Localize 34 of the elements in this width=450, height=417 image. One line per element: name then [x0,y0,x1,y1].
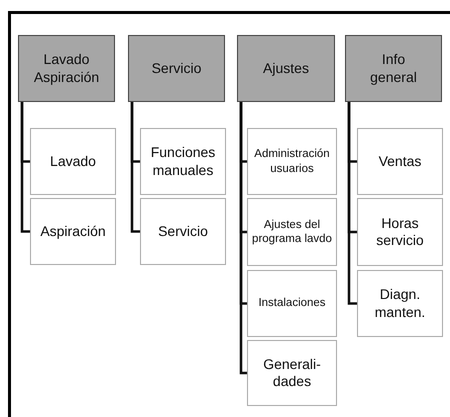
menu-item-label: Instalaciones [258,296,326,311]
menu-item-label: Aspiración [40,222,106,240]
connector-line [348,102,357,305]
menu-item-label: Servicio [158,222,208,240]
menu-item-box [30,128,116,195]
menu-item-box [247,198,337,266]
menu-item-box [357,270,443,337]
menu-header-box [345,35,442,102]
menu-item-label: Generali- dades [262,356,322,390]
menu-header-box [18,35,115,102]
menu-item-label: Diagn. manten. [374,286,426,321]
menu-item-label: Funciones manuales [150,144,216,179]
menu-title: Info general [369,51,418,86]
connector-line [240,102,247,374]
menu-item-box [247,340,337,406]
menu-item-box [140,198,226,265]
menu-item-box [357,198,443,266]
connector-line [130,102,140,233]
menu-title: Ajustes [263,60,309,78]
menu-item-box [247,270,337,337]
menu-item-box [357,128,443,195]
menu-header-box [237,35,335,102]
menu-item-box [247,128,337,195]
menu-item-label: Ajustes del programa lavdo [251,218,333,246]
menu-item-label: Administración usuarios [253,147,331,176]
menu-item-box [30,198,116,265]
menu-header-box [128,35,225,102]
menu-item-box [140,128,226,195]
menu-title: Servicio [152,60,202,78]
menu-title: Lavado Aspiración [32,51,100,86]
connector-line [20,102,30,233]
menu-item-label: Lavado [50,152,96,170]
menu-item-label: Ventas [378,152,422,170]
menu-item-label: Horas servicio [375,214,425,250]
